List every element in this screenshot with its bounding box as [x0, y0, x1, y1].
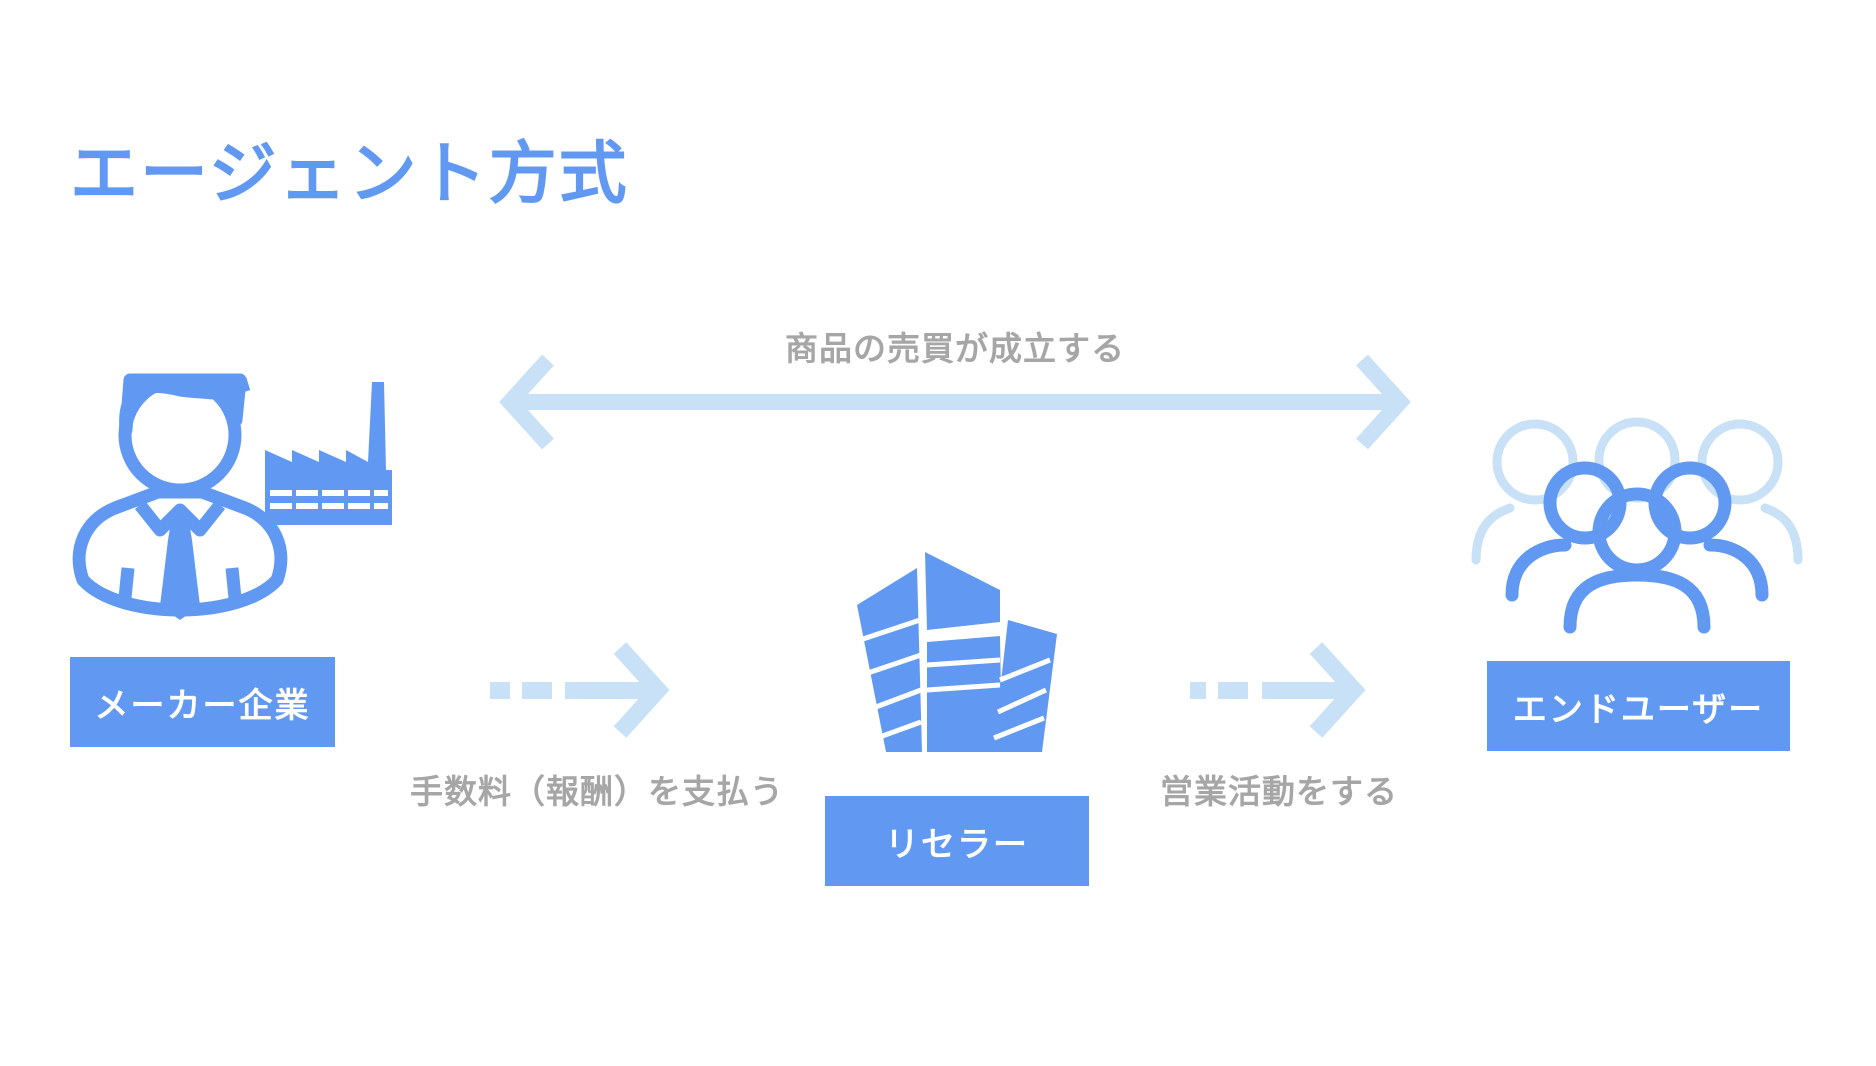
- page-title: エージェント方式: [70, 135, 629, 214]
- reseller-box: リセラー: [825, 796, 1089, 886]
- trade-label: 商品の売買が成立する: [785, 329, 1125, 368]
- end-user-box: エンドユーザー: [1487, 661, 1790, 751]
- sales-label: 営業活動をする: [1160, 772, 1398, 811]
- maker-box: メーカー企業: [70, 657, 335, 747]
- commission-label: 手数料（報酬）を支払う: [410, 772, 784, 811]
